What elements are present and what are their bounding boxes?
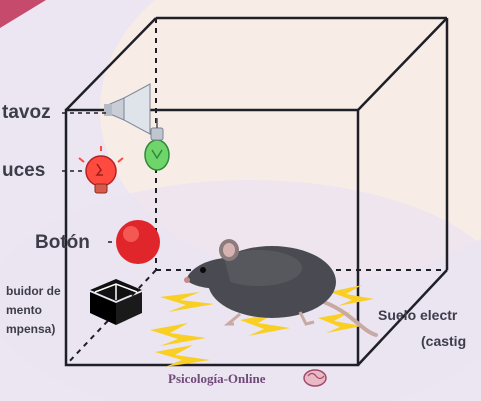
lights-label: uces xyxy=(2,160,45,182)
button-label: Botón xyxy=(35,232,90,254)
red-button-icon xyxy=(116,220,160,264)
brand-footer: Psicología-Online xyxy=(168,371,266,387)
corner-accent xyxy=(0,0,46,28)
speaker-label: tavoz xyxy=(2,102,51,124)
floor-label-line-1: Suelo electr xyxy=(378,307,457,323)
brain-logo-icon xyxy=(304,370,326,386)
floor-label-line-2: (castig xyxy=(421,333,466,349)
dispenser-label-line-1: buidor de xyxy=(6,284,61,299)
dispenser-label-line-3: mpensa) xyxy=(6,322,55,337)
dispenser-label-line-2: mento xyxy=(6,303,42,318)
